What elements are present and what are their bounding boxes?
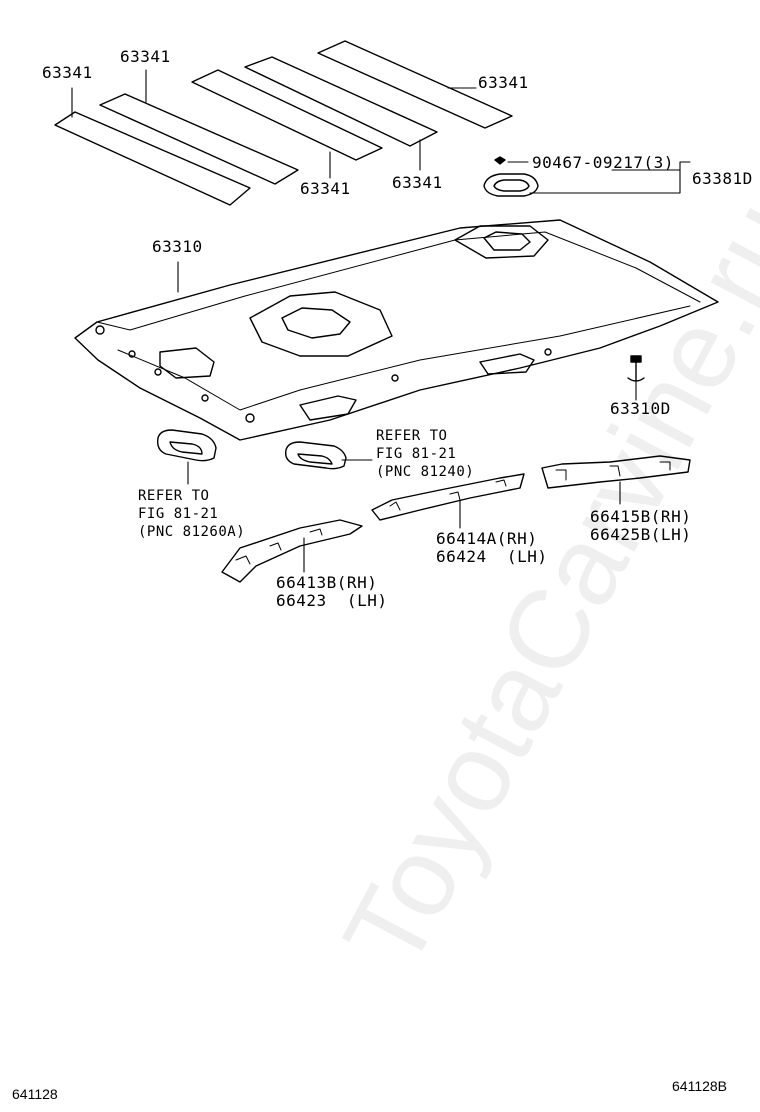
roof-pads xyxy=(54,40,513,206)
hole-7 xyxy=(544,348,552,356)
bracket-66413b-body xyxy=(221,519,363,583)
label-lamp-63381d: 63381D xyxy=(692,169,753,188)
pad-leaders xyxy=(71,69,477,179)
label-66413b: 66413B(RH) xyxy=(276,573,378,592)
leader-lamp xyxy=(529,161,691,194)
label-66424: 66424 (LH) xyxy=(436,547,548,566)
refer-right-line-2: FIG 81-21 xyxy=(376,446,457,462)
label-66415b: 66415B(RH) xyxy=(590,507,692,526)
screw-glyph xyxy=(494,156,506,165)
hole-6 xyxy=(391,374,399,382)
lamp-right-housing xyxy=(284,441,347,470)
figure-code-left: 641128 xyxy=(12,1086,58,1102)
roof-pad-2 xyxy=(99,93,299,185)
roof-headlining xyxy=(74,219,719,441)
clip-63310d xyxy=(627,355,645,401)
label-66425b: 66425B(LH) xyxy=(590,525,692,544)
roof-pad-4 xyxy=(244,56,438,147)
lamp-right-lens xyxy=(297,453,333,465)
label-pad-4: 63341 xyxy=(392,173,443,192)
bracket-66415b-detail xyxy=(555,461,671,481)
headlining-lower-edge xyxy=(117,305,691,411)
bracket-66414a-detail xyxy=(389,479,507,511)
label-clip-63310d: 63310D xyxy=(610,399,671,418)
hole-3 xyxy=(154,368,162,376)
hole-4 xyxy=(201,394,209,402)
bracket-66415b xyxy=(541,455,691,505)
rear-recess-inner xyxy=(483,231,531,251)
lamp-lens xyxy=(493,179,530,192)
label-headlining-63310: 63310 xyxy=(152,237,203,256)
refer-right-line-3: (PNC 81240) xyxy=(376,464,475,480)
lamp-left xyxy=(156,429,217,485)
hole-5 xyxy=(245,413,255,423)
label-66423: 66423 (LH) xyxy=(276,591,388,610)
lamp-left-lens xyxy=(169,441,203,455)
headlining-outline xyxy=(74,219,719,441)
bracket-66413b xyxy=(221,519,363,583)
label-pad-3: 63341 xyxy=(300,179,351,198)
lamp-left-housing xyxy=(156,429,217,462)
hole-1 xyxy=(95,325,105,335)
lamp-assembly xyxy=(483,156,691,197)
center-recess-inner xyxy=(281,307,351,339)
roof-pad-3 xyxy=(191,69,383,161)
bracket-66414a-body xyxy=(371,473,525,521)
lamp-right xyxy=(284,441,373,470)
bracket-66413b-detail xyxy=(235,528,323,565)
right-handle-recess xyxy=(479,353,535,375)
rear-recess xyxy=(454,225,549,259)
refer-left-line-1: REFER TO xyxy=(138,488,210,504)
bracket-66414a xyxy=(371,473,525,529)
label-pad-2: 63341 xyxy=(120,47,171,66)
refer-left-line-3: (PNC 81260A) xyxy=(138,524,246,540)
refer-right-line-1: REFER TO xyxy=(376,428,448,444)
label-66414a: 66414A(RH) xyxy=(436,529,538,548)
clip-base xyxy=(627,377,645,382)
label-pad-1: 63341 xyxy=(42,63,93,82)
hole-2 xyxy=(128,350,136,358)
refer-left-line-2: FIG 81-21 xyxy=(138,506,219,522)
roof-pad-5 xyxy=(317,40,513,129)
left-handle-recess xyxy=(299,395,357,421)
roof-pad-1 xyxy=(54,111,251,206)
front-pocket xyxy=(159,347,215,379)
label-pad-5: 63341 xyxy=(478,73,529,92)
center-recess-outer xyxy=(249,291,393,357)
label-screw-90467: 90467-09217(3) xyxy=(532,153,674,172)
clip-head xyxy=(630,355,642,363)
lamp-housing xyxy=(483,173,539,197)
figure-code-right: 641128B xyxy=(672,1078,728,1094)
bracket-66415b-body xyxy=(541,455,691,489)
